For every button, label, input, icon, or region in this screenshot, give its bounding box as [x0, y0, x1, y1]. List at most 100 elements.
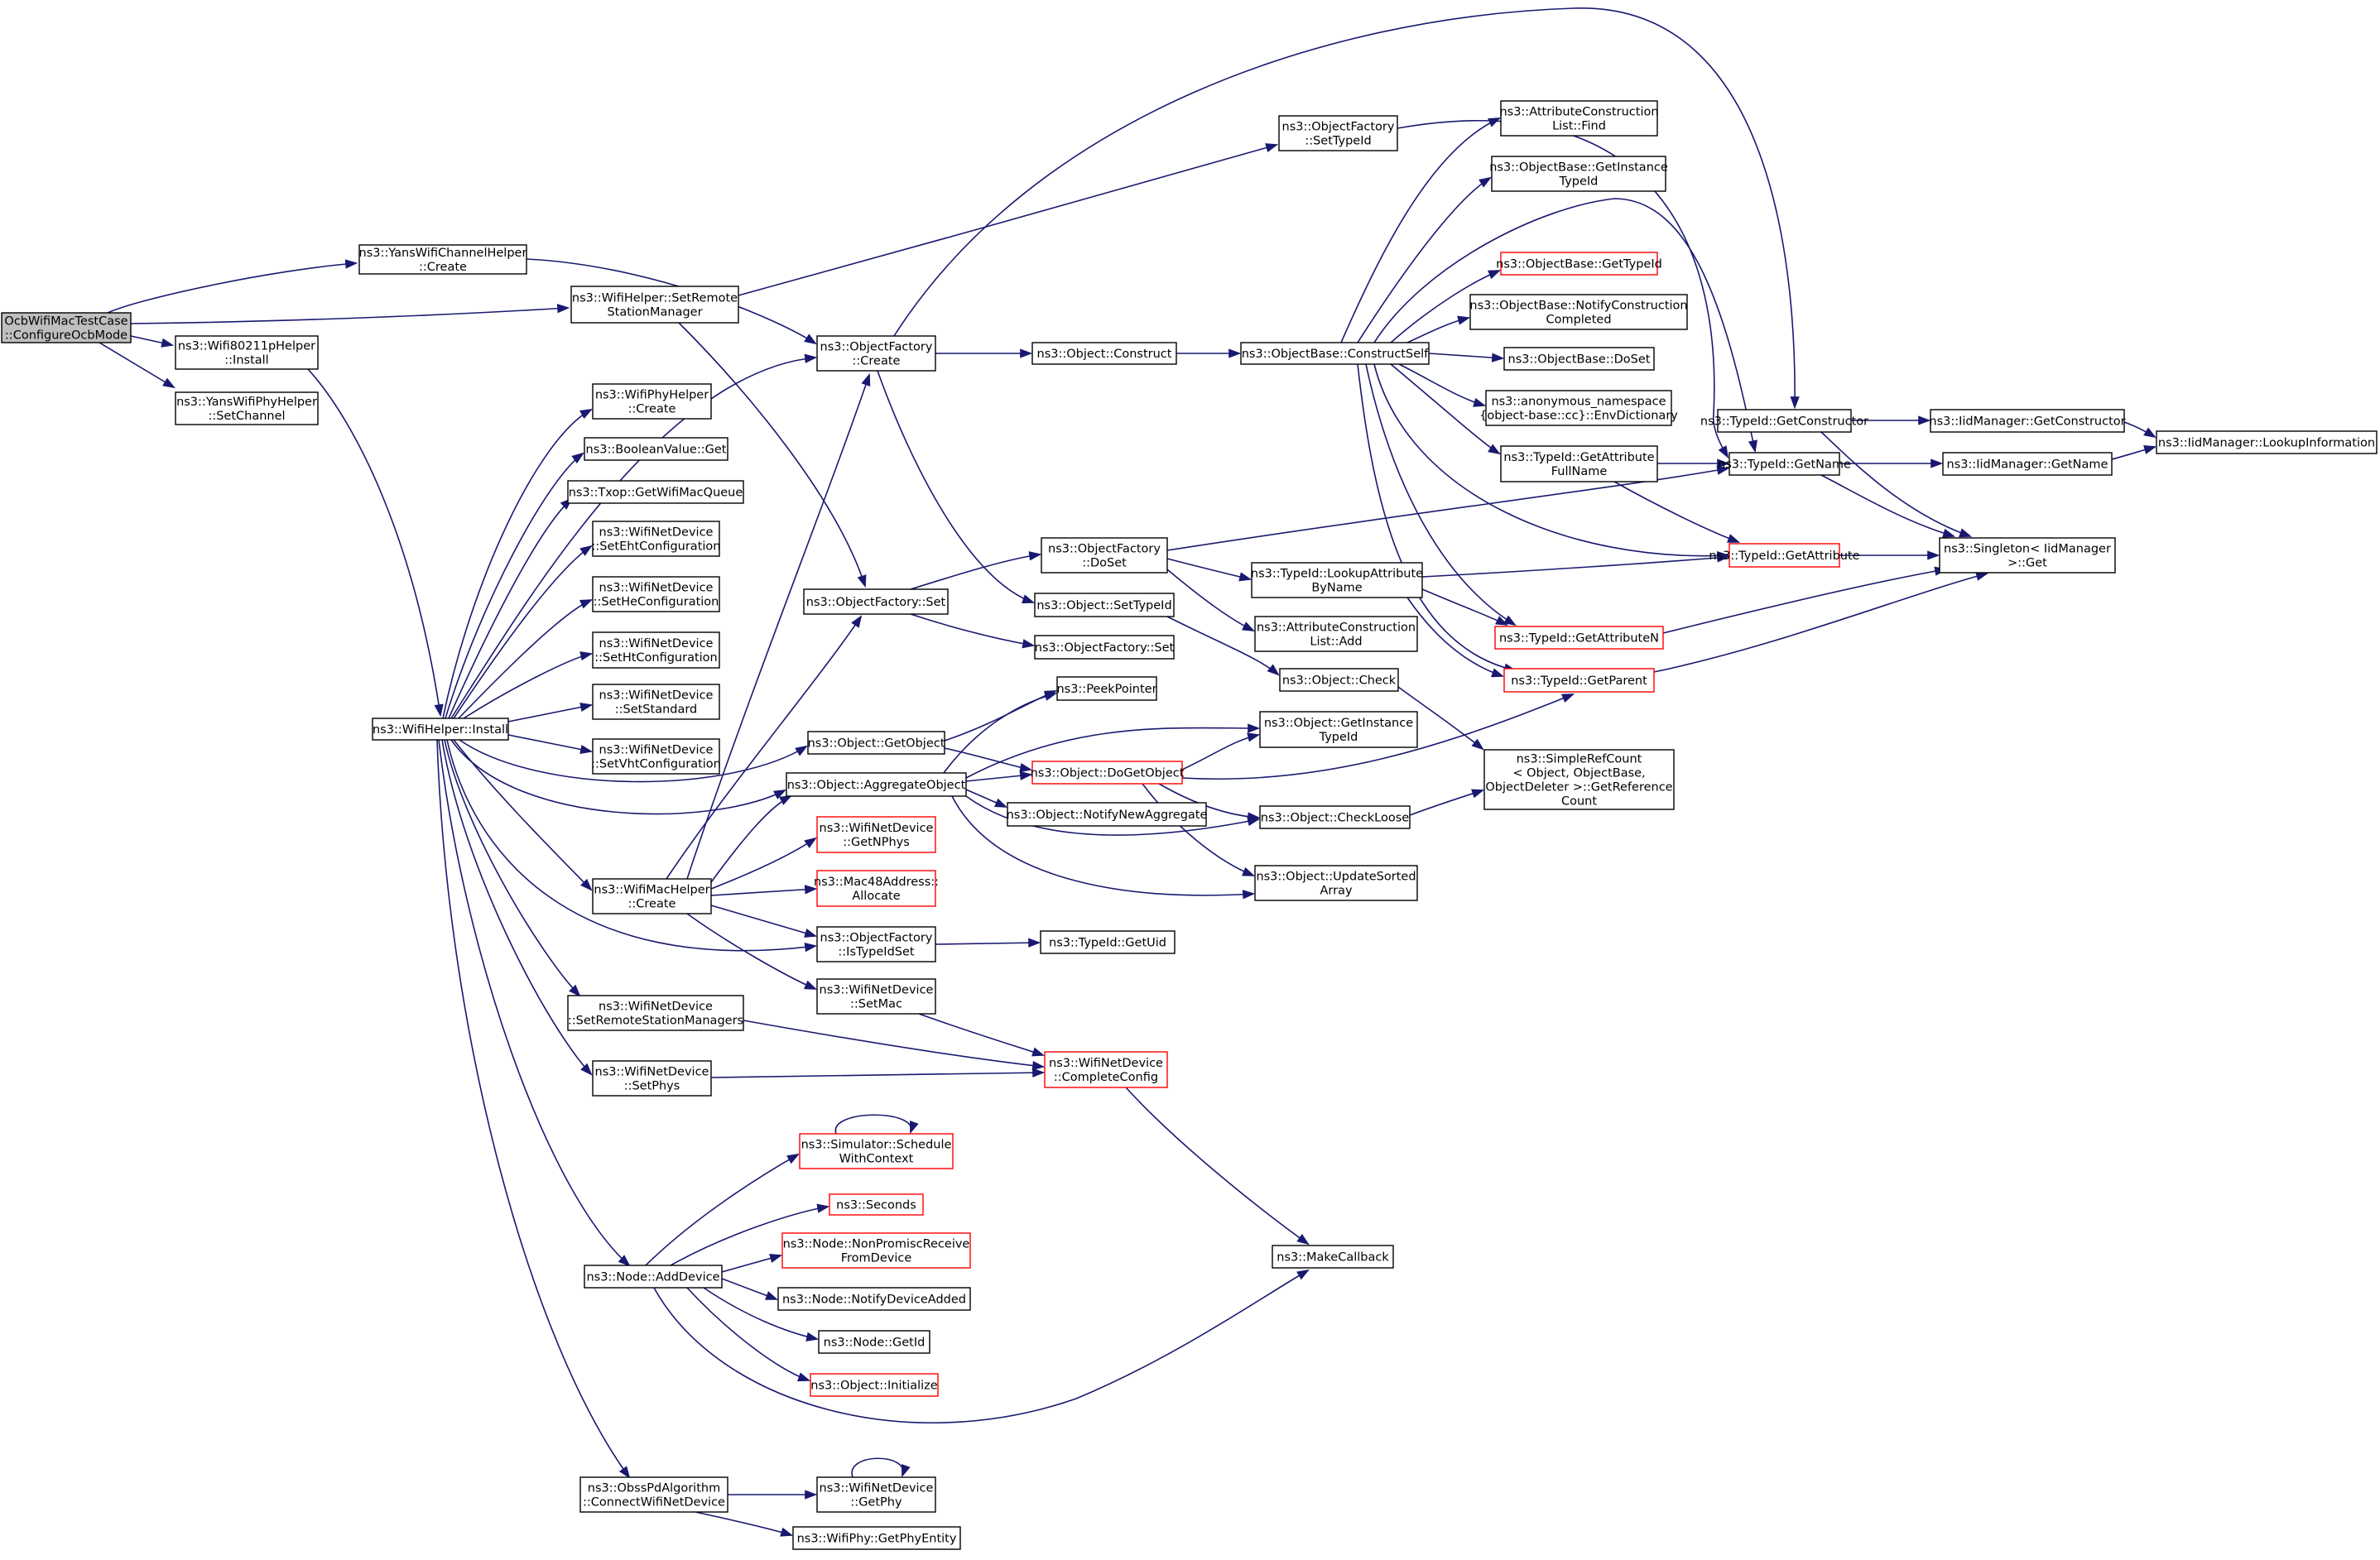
node-tid_getparent[interactable]: ns3::TypeId::GetParent	[1503, 668, 1655, 693]
node-gettypeuid[interactable]: ns3::TypeId::GetUid	[1040, 930, 1176, 954]
node-getphy[interactable]: ns3::WifiNetDevice::GetPhy	[816, 1476, 936, 1513]
node-wh_ssm[interactable]: ns3::WifiHelper::SetRemoteStationManager	[570, 286, 739, 324]
node-makecb[interactable]: ns3::MakeCallback	[1272, 1245, 1394, 1269]
edge-arrowhead	[1717, 458, 1730, 468]
node-setmac[interactable]: ns3::WifiNetDevice::SetMac	[816, 978, 936, 1015]
node-wh_install[interactable]: ns3::WifiHelper::Install	[372, 718, 509, 741]
edge-addDevice-to-getid	[703, 1287, 820, 1342]
node-label-line: ::Create	[628, 898, 676, 911]
edge-tid_getctor-to-iid_getctor	[1851, 415, 1931, 425]
edge-obj_check-to-simpleref	[1397, 686, 1484, 751]
node-mac48[interactable]: ns3::Mac48Address::Allocate	[814, 870, 939, 907]
edge-line	[1125, 1087, 1309, 1245]
node-of_create[interactable]: ns3::ObjectFactory::Create	[816, 335, 936, 372]
node-notifyagg[interactable]: ns3::Object::NotifyNewAggregate	[1007, 802, 1208, 827]
node-txop[interactable]: ns3::Txop::GetWifiMacQueue	[567, 480, 744, 504]
node-peek[interactable]: ns3::PeekPointer	[1056, 676, 1157, 701]
node-obss[interactable]: ns3::ObssPdAlgorithm::ConnectWifiNetDevi…	[579, 1476, 728, 1513]
node-simpleref[interactable]: ns3::SimpleRefCount< Object, ObjectBase,…	[1483, 749, 1675, 810]
node-obj_check[interactable]: ns3::Object::Check	[1279, 668, 1399, 692]
node-singleton[interactable]: ns3::Singleton< IidManager>::Get	[1939, 537, 2116, 574]
node-ob_cself[interactable]: ns3::ObjectBase::ConstructSelf	[1240, 342, 1430, 365]
node-box	[816, 335, 936, 372]
edge-arrowhead	[909, 1121, 919, 1135]
node-tid_getattr[interactable]: ns3::TypeId::GetAttribute	[1709, 543, 1860, 568]
node-tid_getctor[interactable]: ns3::TypeId::GetConstructor	[1700, 409, 1868, 433]
node-yansphy[interactable]: ns3::YansWifiPhyHelper::SetChannel	[175, 391, 319, 425]
node-set_vht[interactable]: ns3::WifiNetDevice::SetVhtConfiguration	[591, 738, 721, 775]
node-w80211[interactable]: ns3::Wifi80211pHelper::Install	[175, 335, 319, 370]
node-completecfg[interactable]: ns3::WifiNetDevice::CompleteConfig	[1044, 1051, 1168, 1088]
node-iid_getctor[interactable]: ns3::IidManager::GetConstructor	[1929, 409, 2126, 433]
node-iid_getname[interactable]: ns3::IidManager::GetName	[1942, 452, 2113, 476]
node-addDevice[interactable]: ns3::Node::AddDevice	[584, 1265, 723, 1289]
edge-tid_getattrN-to-singleton	[1662, 566, 1948, 634]
node-set_rsm[interactable]: ns3::WifiNetDevice::SetRemoteStationMana…	[567, 995, 744, 1031]
edge-arrowhead	[162, 377, 175, 389]
edge-arrowhead	[780, 1527, 794, 1537]
node-wmac_create[interactable]: ns3::WifiMacHelper::Create	[592, 878, 712, 914]
node-label-line: ns3::WifiNetDevice	[820, 984, 934, 997]
node-label-line: ns3::Node::NonPromiscReceive	[783, 1238, 970, 1251]
node-ob_gettid[interactable]: ns3::ObjectBase::GetTypeId	[1496, 252, 1662, 276]
node-initialize[interactable]: ns3::Object::Initialize	[810, 1373, 939, 1397]
node-iid_lookup[interactable]: ns3::IidManager::LookupInformation	[2156, 430, 2378, 454]
node-label-line: StationManager	[607, 306, 702, 319]
node-anon_env[interactable]: ns3::anonymous_namespace{object-base::cc…	[1479, 390, 1678, 426]
edge-arrowhead	[579, 408, 593, 420]
node-boolget[interactable]: ns3::BooleanValue::Get	[584, 437, 728, 461]
node-seconds[interactable]: ns3::Seconds	[829, 1193, 924, 1216]
edge-arrowhead	[1561, 694, 1575, 703]
node-getnphys[interactable]: ns3::WifiNetDevice::GetNPhys	[816, 816, 936, 853]
node-of_set2[interactable]: ns3::ObjectFactory::Set	[1034, 635, 1175, 660]
node-obj_construct[interactable]: ns3::Object::Construct	[1031, 342, 1177, 365]
node-box	[2156, 430, 2378, 454]
node-box	[807, 731, 945, 755]
node-yanschc[interactable]: ns3::YansWifiChannelHelper::Create	[358, 244, 527, 275]
node-of_settypeid[interactable]: ns3::ObjectFactory::SetTypeId	[1278, 115, 1398, 151]
node-of_set[interactable]: ns3::ObjectFactory::Set	[803, 588, 949, 615]
node-tid_getname[interactable]: ns3::TypeId::GetName	[1718, 452, 1851, 476]
node-set_he[interactable]: ns3::WifiNetDevice::SetHeConfiguration	[592, 576, 720, 612]
node-label-line: ns3::WifiPhy::GetPhyEntity	[797, 1533, 957, 1546]
edge-arrowhead	[1028, 551, 1042, 561]
node-tid_getattrN[interactable]: ns3::TypeId::GetAttributeN	[1494, 626, 1664, 650]
node-set_std[interactable]: ns3::WifiNetDevice::SetStandard	[592, 684, 720, 720]
edge-line	[1406, 597, 1503, 677]
edge-line	[453, 545, 592, 719]
node-label-line: ::ConfigureOcbMode	[5, 329, 127, 343]
node-checkloose[interactable]: ns3::Object::CheckLoose	[1259, 805, 1411, 829]
edge-arrowhead	[804, 928, 818, 938]
node-set_eht[interactable]: ns3::WifiNetDevice::SetEhtConfiguration	[592, 521, 721, 557]
node-dogetobj[interactable]: ns3::Object::DoGetObject	[1031, 761, 1185, 785]
node-wphy_create[interactable]: ns3::WifiPhyHelper::Create	[592, 383, 712, 420]
node-ob_notify[interactable]: ns3::ObjectBase::NotifyConstructionCompl…	[1469, 294, 1688, 330]
node-getid[interactable]: ns3::Node::GetId	[818, 1330, 930, 1354]
edge-arrowhead	[579, 599, 594, 609]
node-aggobj[interactable]: ns3::Object::AggregateObject	[786, 772, 967, 797]
edge-addDevice-to-initialize	[686, 1287, 811, 1382]
edge-of_create-to-obj_construct	[935, 348, 1033, 358]
node-box	[372, 718, 509, 741]
edge-line	[1398, 363, 1485, 406]
node-getphyentity[interactable]: ns3::WifiPhy::GetPhyEntity	[792, 1526, 961, 1550]
edge-wh_install-to-addDevice	[438, 739, 631, 1267]
node-obj_settypeid[interactable]: ns3::Object::SetTypeId	[1034, 593, 1175, 617]
node-istypeidset[interactable]: ns3::ObjectFactory::IsTypeIdSet	[816, 926, 936, 962]
node-of_doset[interactable]: ns3::ObjectFactory::DoSet	[1041, 537, 1168, 574]
node-getobj[interactable]: ns3::Object::GetObject	[807, 731, 945, 755]
edge-arrowhead	[1296, 1233, 1310, 1246]
node-ob_doset[interactable]: ns3::ObjectBase::DoSet	[1503, 347, 1655, 371]
node-notifydev[interactable]: ns3::Node::NotifyDeviceAdded	[777, 1287, 971, 1311]
node-set_phys[interactable]: ns3::WifiNetDevice::SetPhys	[592, 1060, 712, 1097]
node-set_ht[interactable]: ns3::WifiNetDevice::SetHtConfiguration	[592, 631, 720, 669]
